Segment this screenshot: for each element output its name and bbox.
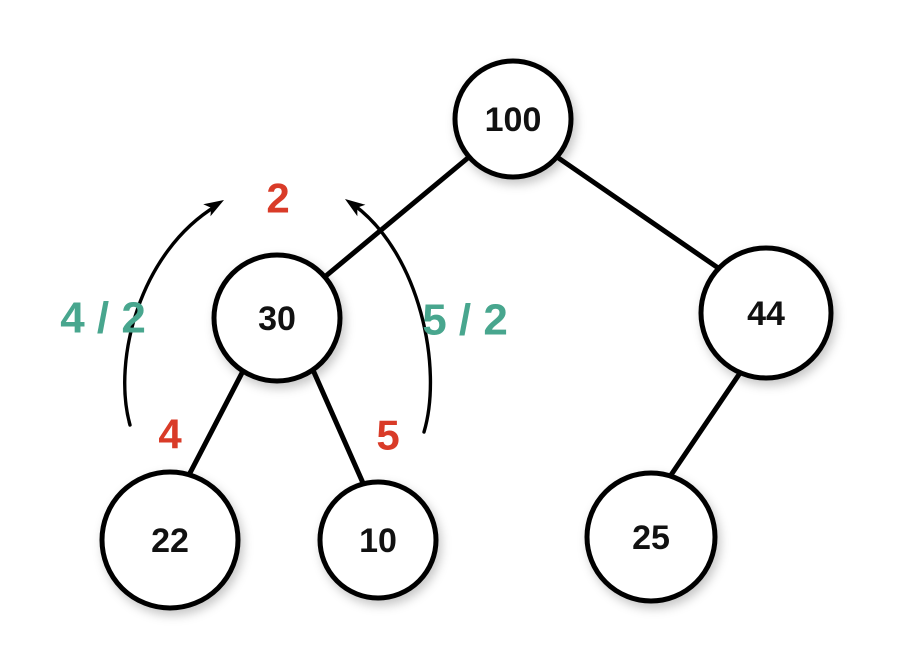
node-value-10: 10 (359, 522, 397, 560)
tree-node-25[interactable]: 25 (584, 470, 718, 604)
tree-edge-n30-n22 (187, 368, 246, 476)
node-value-22: 22 (151, 522, 189, 560)
right-curved-arrow (352, 203, 433, 434)
curved-annotation-arrows (123, 199, 433, 434)
annotation-right-ratio: 5 / 2 (422, 296, 508, 345)
node-circle-30 (211, 252, 343, 384)
node-value-44: 44 (747, 295, 785, 333)
node-circle-10 (317, 479, 439, 601)
node-circle-25 (584, 470, 718, 604)
node-value-30: 30 (258, 300, 296, 338)
annotation-result-2: 2 (266, 175, 289, 222)
tree-node-10[interactable]: 10 (317, 479, 439, 601)
right-curved-arrow-head (345, 199, 366, 217)
node-value-100: 100 (485, 101, 542, 139)
annotation-right-count: 5 (376, 412, 399, 459)
tree-node-22[interactable]: 22 (99, 469, 241, 611)
tree-node-30[interactable]: 30 (211, 252, 343, 384)
node-value-25: 25 (632, 519, 670, 557)
node-circle-100 (452, 58, 574, 180)
tree-node-100[interactable]: 100 (452, 58, 574, 180)
left-curved-arrow-head (203, 200, 224, 217)
annotation-left-ratio: 4 / 2 (60, 294, 146, 343)
left-curved-arrow (123, 204, 218, 427)
node-circle-22 (99, 469, 241, 611)
node-circle-44 (698, 245, 834, 381)
tree-edges (187, 154, 743, 486)
tree-edge-n100-n44 (554, 154, 727, 275)
tree-edge-n30-n10 (310, 367, 366, 486)
tree-node-44[interactable]: 44 (698, 245, 834, 381)
tree-edge-n100-n30 (318, 154, 472, 283)
annotation-left-count: 4 (158, 411, 182, 458)
tree-edge-n44-n25 (668, 370, 743, 478)
annotation-labels: 2 4 / 2 5 / 2 4 5 (60, 175, 508, 459)
